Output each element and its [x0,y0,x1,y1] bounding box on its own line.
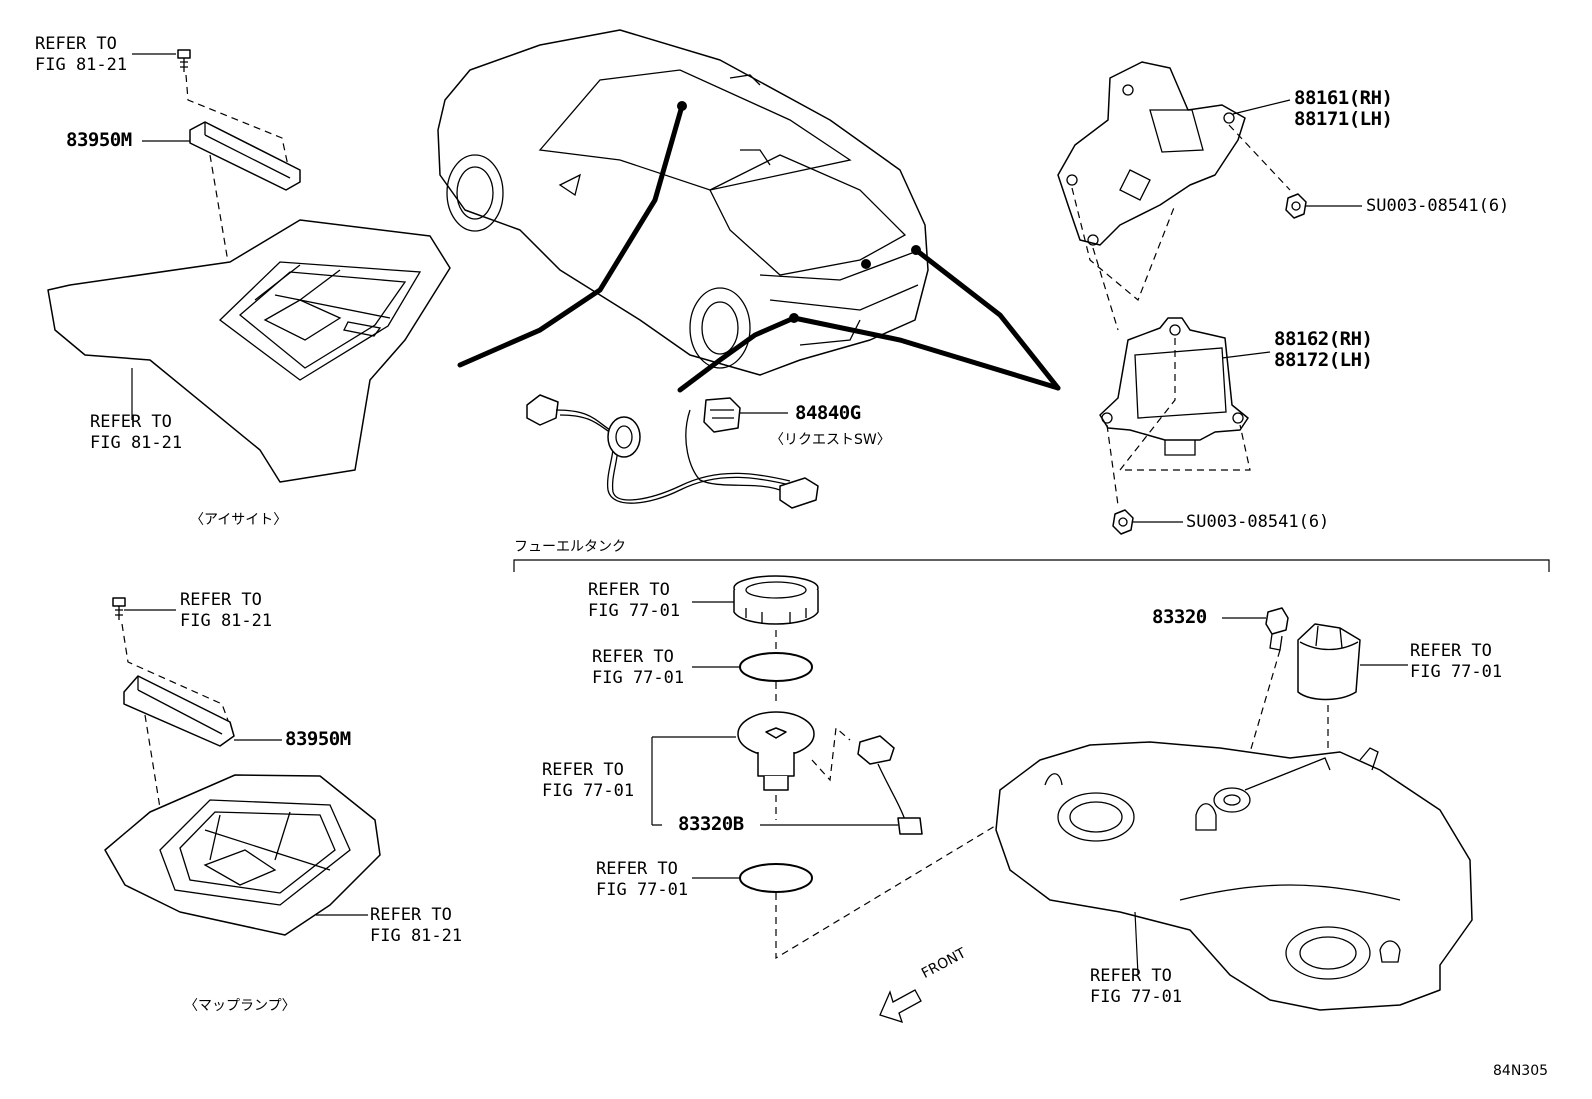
part-83320b-label: 83320B [678,813,744,835]
part-83950m-lower-label: 83950M [285,728,351,750]
map-lamp-housing-refer-label: REFER TO FIG 81-21 [370,905,463,946]
fuel-pump-filter [1297,623,1361,701]
eyesight-screw [177,49,191,72]
pump-filter-refer-label: REFER TO FIG 77-01 [1410,641,1503,682]
eyesight-console-housing [47,219,451,483]
part-88162-88172-label: 88162(RH) 88172(LH) [1274,328,1373,371]
map-lamp-housing [104,774,381,936]
section-map-lamp-label: 〈マップランプ〉 [184,998,296,1014]
fuel-pump-lock-ring [733,575,819,625]
vehicle-harness [457,101,1061,393]
section-fuel-tank-label: フューエルタンク [514,539,626,555]
diagram-id-label: 84N305 [1493,1063,1549,1079]
part-83320-label: 83320 [1152,606,1207,628]
bracket-88161-88171 [1057,61,1246,246]
gasket-lower-refer-label: REFER TO FIG 77-01 [596,859,689,900]
module-88162-88172 [1099,317,1249,456]
gasket-upper [739,652,813,682]
fuel-sender-unit [737,711,815,791]
nut-su003-lower [1112,509,1134,535]
part-84840g-label: 84840G [795,402,861,424]
request-switch-harness [526,394,819,509]
request-switch-label: 〈リクエストSW〉 [770,432,891,448]
nut-su003-upper-label: SU003-08541(6) [1366,196,1510,216]
lock-ring-refer-label: REFER TO FIG 77-01 [588,580,681,621]
eyesight-camera-cover [189,121,301,191]
sender-unit-refer-label: REFER TO FIG 77-01 [542,760,635,801]
fuel-tank-bracket-line [513,559,1550,572]
fuel-tank-refer-label: REFER TO FIG 77-01 [1090,966,1183,1007]
vehicle-body [437,29,929,376]
map-lamp-cover [123,675,235,747]
eyesight-housing-refer-label: REFER TO FIG 81-21 [90,412,183,453]
fuel-tank [995,741,1473,1011]
front-direction-arrow [879,989,922,1024]
nut-su003-lower-label: SU003-08541(6) [1186,512,1330,532]
eyesight-screw-refer-label: REFER TO FIG 81-21 [35,34,128,75]
section-eyesight-label: 〈アイサイト〉 [190,512,288,528]
gasket-upper-refer-label: REFER TO FIG 77-01 [592,647,685,688]
part-83320-clip [1265,607,1289,651]
gasket-lower [739,863,813,893]
map-lamp-screw [112,597,126,620]
part-88161-88171-label: 88161(RH) 88171(LH) [1294,87,1393,130]
nut-su003-upper [1285,193,1307,219]
part-83950m-upper-label: 83950M [66,129,132,151]
map-lamp-screw-refer-label: REFER TO FIG 81-21 [180,590,273,631]
fuel-sender-connector [857,735,923,835]
